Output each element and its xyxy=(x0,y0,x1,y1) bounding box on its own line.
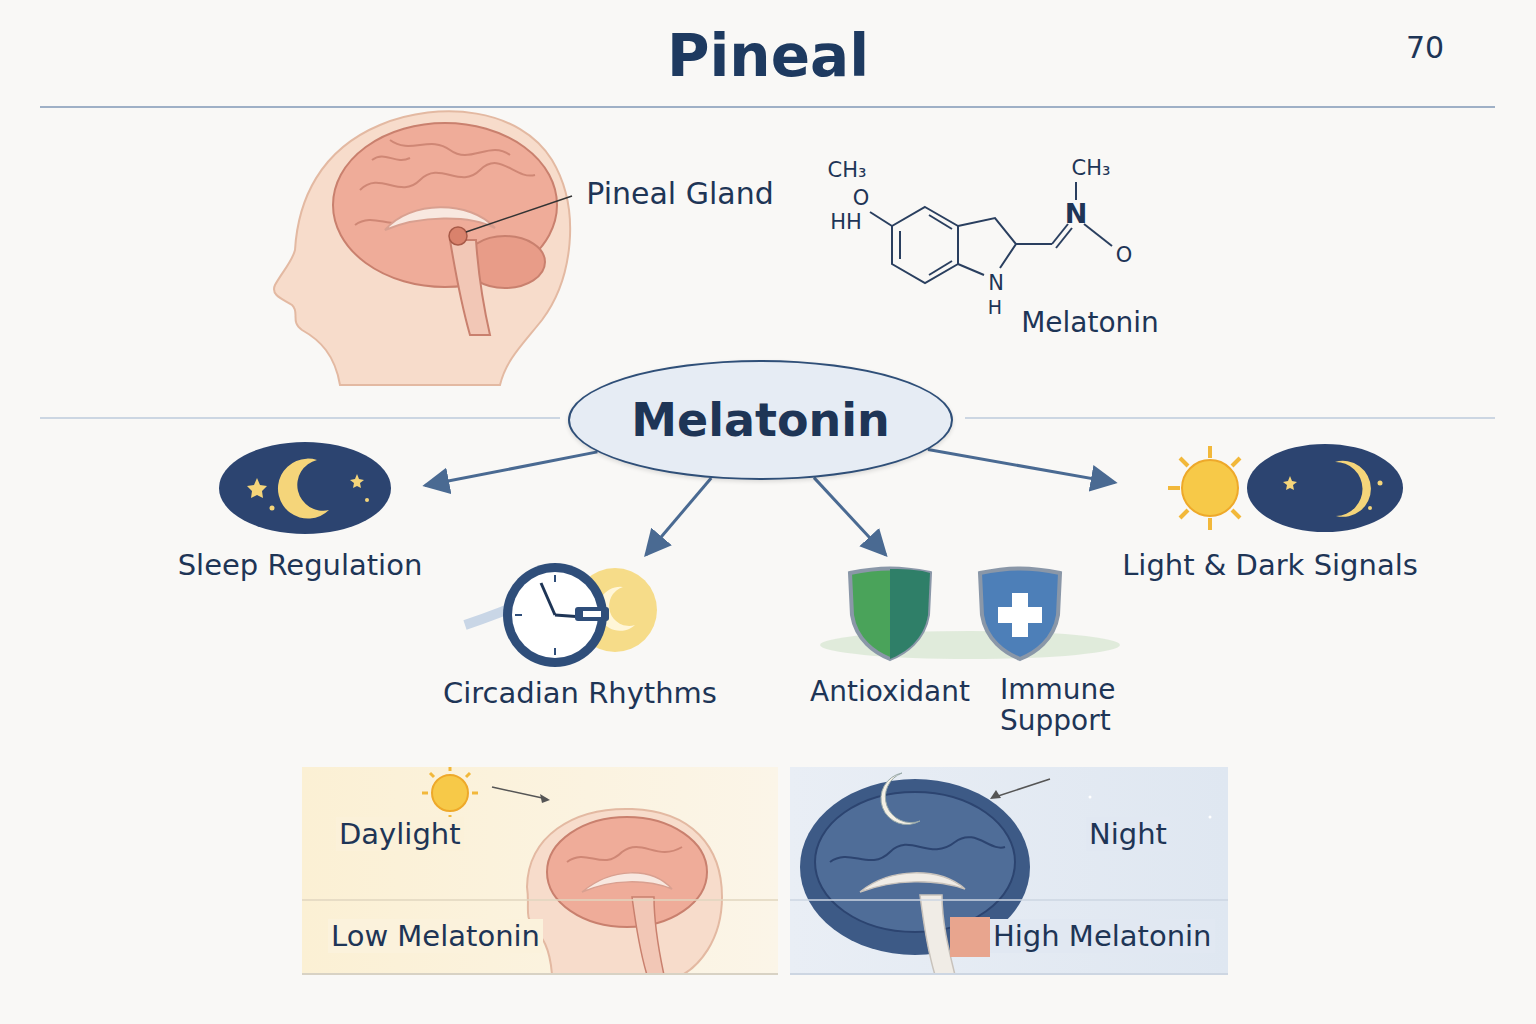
chem-atom: O xyxy=(1116,243,1133,267)
molecule-name: Melatonin xyxy=(1021,306,1159,339)
panel-label: Night xyxy=(1086,817,1170,851)
page-title: Pineal xyxy=(0,22,1536,90)
moon-icon xyxy=(217,438,393,538)
item-label: Circadian Rhythms xyxy=(440,676,720,710)
divider xyxy=(965,417,1495,419)
part-name: Pineal Gland xyxy=(586,176,774,211)
head-illustration xyxy=(274,111,572,385)
daylight-panel: DaylightLow Melatonin xyxy=(302,767,778,975)
shield-icons xyxy=(810,555,1120,665)
melatonin-structure xyxy=(870,182,1112,283)
arrow-connector xyxy=(425,452,597,486)
night-panel: NightHigh Melatonin xyxy=(790,767,1228,975)
chem-atom: HH xyxy=(830,210,862,234)
divider xyxy=(40,417,560,419)
page-number: 70 xyxy=(1406,30,1444,65)
arrow-connector xyxy=(814,478,886,555)
item-label: Immune Support xyxy=(1000,675,1130,737)
item-label: Sleep Regulation xyxy=(175,548,425,582)
item-label: Antioxidant xyxy=(810,675,970,708)
function-item: Circadian Rhythms xyxy=(440,555,720,710)
panel-label: Daylight xyxy=(336,817,464,851)
function-item: Light & Dark Signals xyxy=(1115,438,1425,582)
central-ellipse: Melatonin xyxy=(568,360,953,480)
chem-atom: CH₃ xyxy=(1072,156,1111,180)
chem-atom: O xyxy=(853,186,870,210)
chem-atom: N xyxy=(988,271,1004,295)
function-item: Sleep Regulation xyxy=(175,438,425,582)
panel-label: High Melatonin xyxy=(990,919,1215,953)
clock-icon xyxy=(455,555,665,670)
arrow-connector xyxy=(928,450,1115,483)
chem-atom: CH₃ xyxy=(828,158,867,182)
sun-moon-icon xyxy=(1130,438,1410,538)
chem-atom: H xyxy=(988,296,1002,318)
title-rule xyxy=(40,106,1495,108)
panel-label: Low Melatonin xyxy=(328,919,543,953)
function-item: Antioxidant Immune Support xyxy=(810,555,1130,737)
chem-atom: N xyxy=(1065,198,1088,229)
item-row: Antioxidant Immune Support xyxy=(810,675,1130,737)
arrow-connector xyxy=(646,478,711,555)
item-label: Light & Dark Signals xyxy=(1115,548,1425,582)
node-title: Melatonin xyxy=(631,393,890,447)
